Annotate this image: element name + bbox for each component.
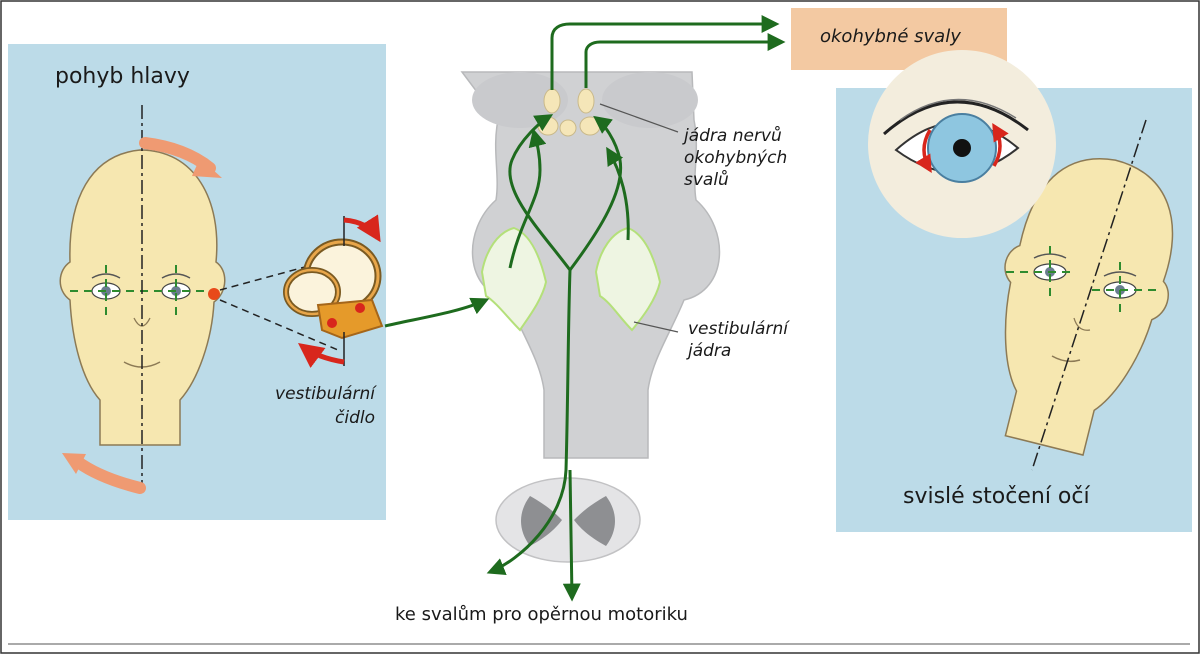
- pathway-to-motor-muscles: [570, 470, 572, 598]
- eye-torsion-label: svislé stočení očí: [903, 484, 1090, 509]
- vestibular-nuclei-line-1: vestibulární: [688, 318, 788, 340]
- vestibular-nuclei-line-2: jádra: [688, 340, 788, 362]
- vestibular-sensor-line-2: čidlo: [245, 406, 375, 430]
- ear-marker-icon: [208, 288, 220, 300]
- eye-nerve-nuclei-label: jádra nervů okohybných svalů: [684, 125, 787, 191]
- motor-output-label: ke svalům pro opěrnou motoriku: [395, 604, 688, 625]
- magnified-eye-inset: [868, 50, 1056, 238]
- eye-muscles-label: okohybné svaly: [820, 26, 961, 47]
- spinal-cord-section: [496, 478, 640, 562]
- vestibular-nuclei-label: vestibulární jádra: [688, 318, 788, 362]
- eye-nerve-nuclei-line-3: svalů: [684, 169, 787, 191]
- vestibular-sensor-label: vestibulární čidlo: [245, 382, 375, 430]
- vestibular-sensor-line-1: vestibulární: [245, 382, 375, 406]
- pupil-icon: [953, 139, 971, 157]
- head-movement-label: pohyb hlavy: [55, 64, 190, 89]
- eye-nerve-nuclei-line-1: jádra nervů: [684, 125, 787, 147]
- eye-nerve-nuclei-line-2: okohybných: [684, 147, 787, 169]
